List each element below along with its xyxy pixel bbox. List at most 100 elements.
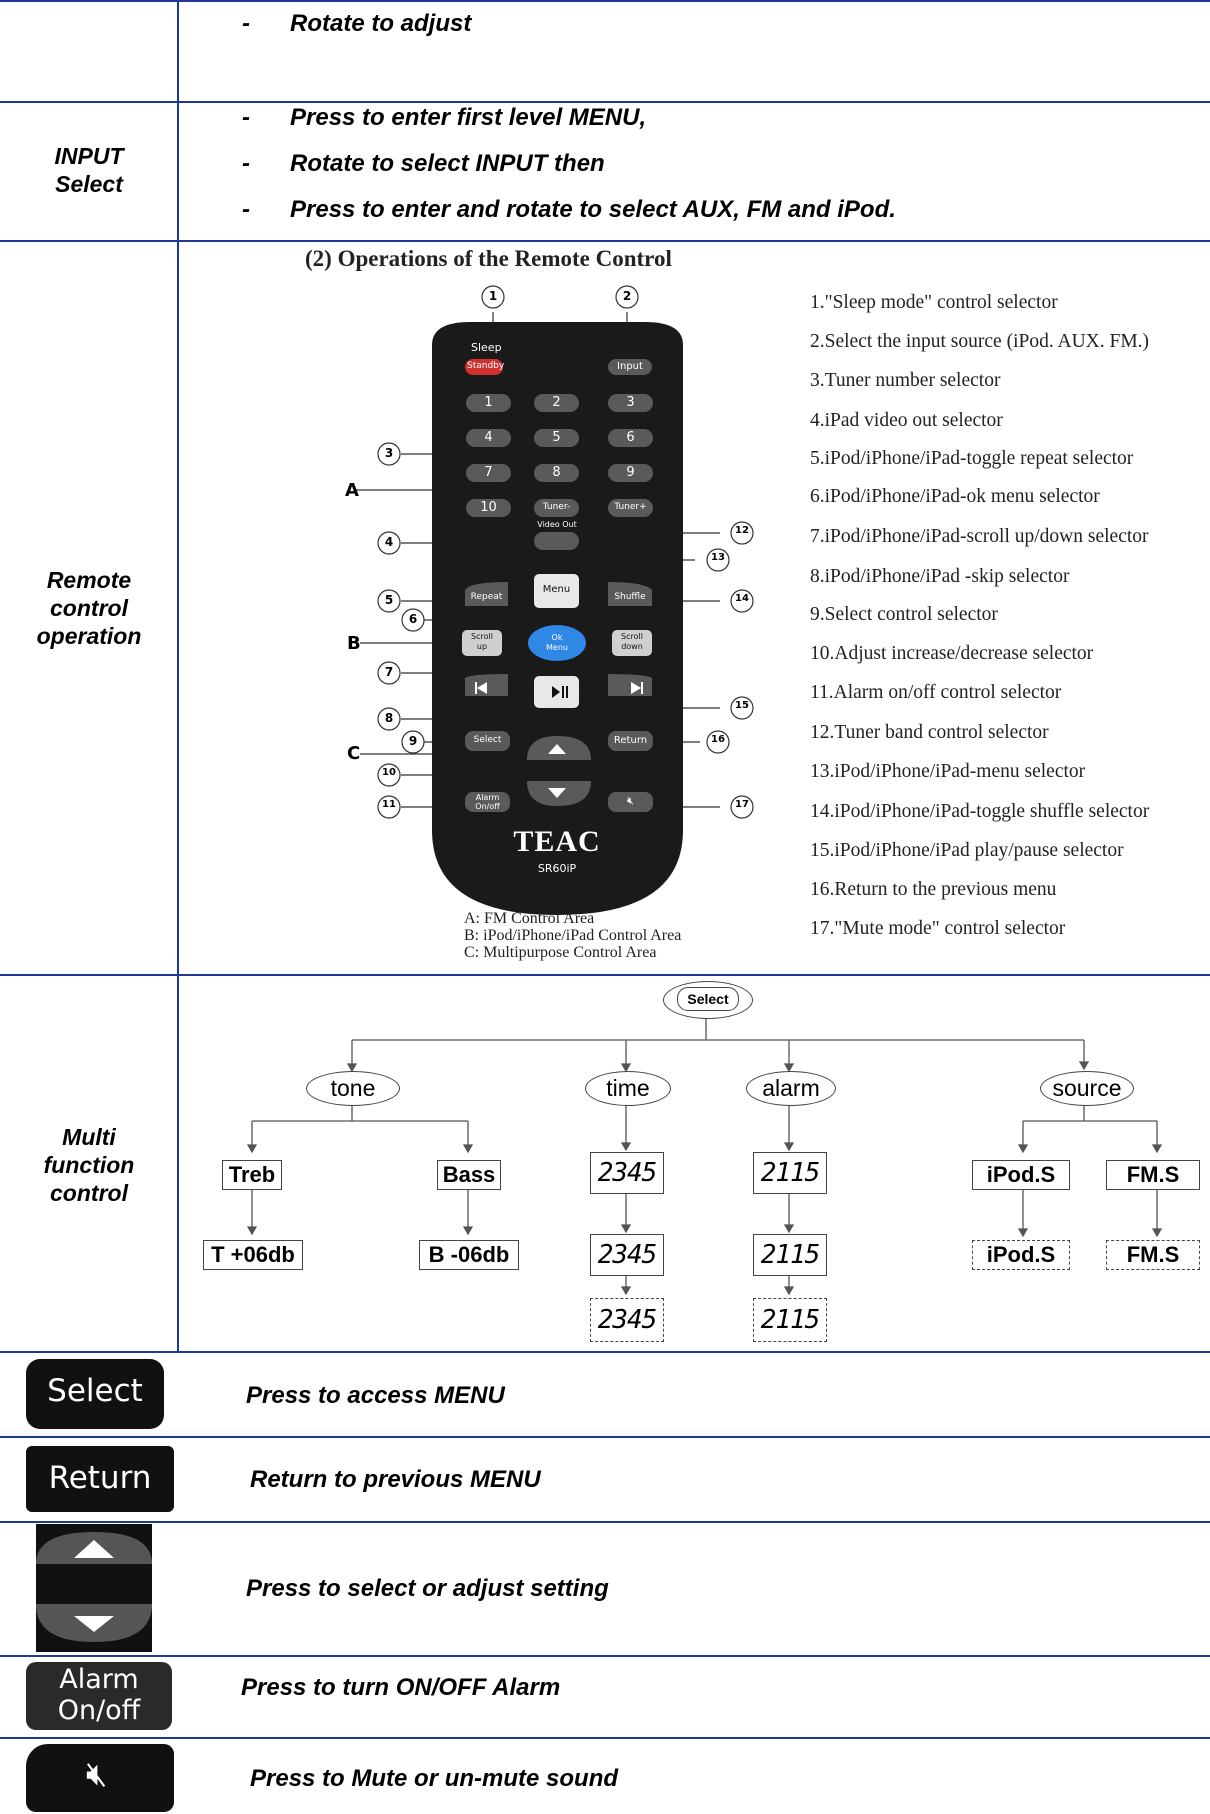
legend-item: 11.Alarm on/off control selector bbox=[810, 682, 1062, 703]
model-label: SR60iP bbox=[537, 862, 577, 875]
tuner-plus-button[interactable]: Tuner+ bbox=[614, 502, 647, 512]
digit-button-8[interactable]: 8 bbox=[552, 465, 561, 480]
digit-button-7[interactable]: 7 bbox=[484, 465, 493, 480]
legend-item: 12.Tuner band control selector bbox=[810, 722, 1049, 743]
video-out-label: Video Out bbox=[537, 520, 577, 529]
legend-item: 4.iPad video out selector bbox=[810, 410, 1003, 431]
rule bbox=[0, 1351, 1210, 1353]
standby-button[interactable]: Standby bbox=[467, 361, 505, 371]
rule bbox=[0, 1655, 1210, 1657]
digit-button-5[interactable]: 5 bbox=[552, 430, 561, 445]
area-legend-item: C: Multipurpose Control Area bbox=[464, 944, 657, 961]
return-button-icon: Return bbox=[26, 1446, 174, 1512]
up-down-button-icon bbox=[36, 1524, 152, 1652]
bullet-dash: - bbox=[242, 150, 250, 177]
digit-button-3[interactable]: 3 bbox=[626, 395, 635, 410]
legend-item: 16.Return to the previous menu bbox=[810, 879, 1057, 900]
input-button[interactable]: Input bbox=[617, 361, 643, 372]
callout-number: 3 bbox=[384, 446, 394, 460]
callout-number: 16 bbox=[711, 734, 725, 745]
row-description: Press to turn ON/OFF Alarm bbox=[241, 1674, 561, 1701]
repeat-button[interactable]: Repeat bbox=[470, 592, 503, 602]
callout-number: 14 bbox=[735, 593, 749, 604]
select-button-icon: Select bbox=[26, 1359, 164, 1429]
legend-item: 15.iPod/iPhone/iPad play/pause selector bbox=[810, 840, 1124, 861]
callout-number: 9 bbox=[408, 734, 418, 748]
mute-icon: 🔇︎ bbox=[86, 1754, 108, 1794]
return-button[interactable]: Return bbox=[613, 735, 648, 746]
callout-number: 4 bbox=[384, 535, 394, 549]
tree-node-alarm: alarm bbox=[746, 1071, 836, 1106]
tree-node-treb: Treb bbox=[222, 1160, 282, 1190]
legend-item: 17."Mute mode" control selector bbox=[810, 918, 1066, 939]
legend-item: 3.Tuner number selector bbox=[810, 370, 1001, 391]
lcd-time-display-blink-hour: 2345 bbox=[590, 1298, 664, 1342]
digit-button-1[interactable]: 1 bbox=[484, 395, 493, 410]
area-legend-item: B: iPod/iPhone/iPad Control Area bbox=[464, 927, 682, 944]
area-legend-item: A: FM Control Area bbox=[464, 910, 595, 927]
tree-node-ipod-s: iPod.S bbox=[972, 1160, 1070, 1190]
sleep-label: Sleep bbox=[471, 341, 502, 354]
tree-value-ipod-s: iPod.S bbox=[972, 1240, 1070, 1270]
rule bbox=[0, 0, 1210, 2]
section-title: (2) Operations of the Remote Control bbox=[305, 246, 672, 271]
area-letter: B bbox=[347, 633, 361, 654]
lcd-alarm-display: 2115 bbox=[753, 1152, 827, 1194]
rule bbox=[0, 974, 1210, 976]
callout-number: 17 bbox=[735, 799, 749, 810]
callout-number: 5 bbox=[384, 593, 394, 607]
bullet-dash: - bbox=[242, 10, 250, 37]
rule bbox=[0, 240, 1210, 242]
digit-button-2[interactable]: 2 bbox=[552, 395, 561, 410]
bullet-text: Rotate to select INPUT then bbox=[290, 150, 605, 177]
tree-node-bass: Bass bbox=[437, 1160, 501, 1190]
shuffle-button[interactable]: Shuffle bbox=[614, 592, 646, 602]
tree-node-time: time bbox=[585, 1071, 671, 1106]
legend-item: 1."Sleep mode" control selector bbox=[810, 292, 1058, 313]
rule bbox=[0, 101, 1210, 103]
callout-number: 7 bbox=[384, 665, 394, 679]
area-letter: A bbox=[345, 480, 359, 501]
legend-item: 5.iPod/iPhone/iPad-toggle repeat selecto… bbox=[810, 448, 1134, 469]
lcd-time-display: 2345 bbox=[590, 1152, 664, 1194]
callout-number: 2 bbox=[622, 289, 632, 303]
callout-number: 13 bbox=[711, 552, 725, 563]
tuner-minus-button[interactable]: Tuner- bbox=[542, 502, 571, 512]
bullet-text: Press to enter first level MENU, bbox=[290, 104, 647, 131]
digit-button-4[interactable]: 4 bbox=[484, 430, 493, 445]
callout-number: 10 bbox=[382, 767, 396, 778]
digit-button-10[interactable]: 10 bbox=[480, 500, 497, 515]
tree-value-bass: B -06db bbox=[419, 1240, 519, 1270]
lcd-alarm-display-blink-hour: 2115 bbox=[753, 1298, 827, 1342]
up-down-arrows-icon bbox=[36, 1532, 152, 1642]
digit-button-9[interactable]: 9 bbox=[626, 465, 635, 480]
callout-number: 15 bbox=[735, 700, 749, 711]
brand-logo: TEAC bbox=[513, 825, 601, 858]
legend-item: 13.iPod/iPhone/iPad-menu selector bbox=[810, 761, 1086, 782]
menu-button[interactable]: Menu bbox=[542, 584, 571, 595]
tree-value-treb: T +06db bbox=[203, 1240, 303, 1270]
legend-item: 14.iPod/iPhone/iPad-toggle shuffle selec… bbox=[810, 801, 1150, 822]
tree-node-source: source bbox=[1040, 1071, 1134, 1106]
area-legend: A: FM Control Area B: iPod/iPhone/iPad C… bbox=[464, 910, 681, 961]
lcd-time-display-blink-min: 2345 bbox=[590, 1234, 664, 1276]
menu-tree-lines bbox=[246, 1017, 1163, 1296]
select-button[interactable]: Select bbox=[473, 735, 502, 745]
mute-icon[interactable]: 🔇︎ bbox=[627, 794, 634, 807]
digit-button-6[interactable]: 6 bbox=[626, 430, 635, 445]
callout-number: 12 bbox=[735, 525, 749, 536]
mute-button-icon: 🔇︎ bbox=[26, 1744, 174, 1812]
row-description: Press to select or adjust setting bbox=[246, 1575, 609, 1602]
tree-node-tone: tone bbox=[306, 1071, 400, 1106]
callout-number: 1 bbox=[488, 289, 498, 303]
remote-illustration bbox=[356, 285, 754, 915]
lcd-alarm-display-blink-min: 2115 bbox=[753, 1234, 827, 1276]
